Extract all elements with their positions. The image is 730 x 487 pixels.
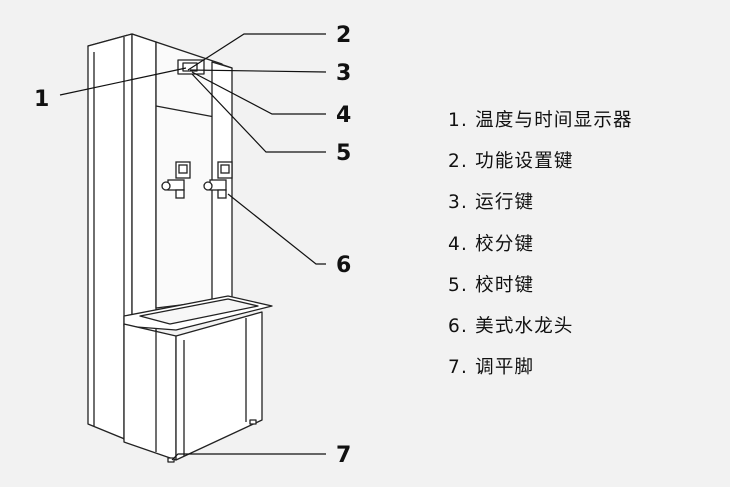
leader-line-1 [59,67,187,96]
callout-5: 5 [336,141,351,166]
leader-line-5 [191,73,326,153]
leader-line-7 [171,453,326,461]
callout-1: 1 [34,87,49,112]
leader-line-3 [189,69,327,73]
faucet-right [203,161,233,199]
legend-item-run-key: 3. 运行键 [448,192,535,214]
legend-item-minute-key: 4. 校分键 [448,233,535,255]
callout-7: 7 [336,443,351,468]
legend-item-faucet: 6. 美式水龙头 [448,315,574,337]
callout-4: 4 [336,103,351,128]
legend-item-hour-key: 5. 校时键 [448,274,535,296]
faucet-left [161,161,191,199]
legend-item-leveling-foot: 7. 调平脚 [448,357,535,379]
leader-line-6 [227,193,326,265]
leader-lines [59,33,327,461]
legend-item-display: 1. 温度与时间显示器 [448,110,633,131]
callout-6: 6 [336,253,351,278]
callout-3: 3 [336,61,351,86]
legend-item-function-key: 2. 功能设置键 [448,151,574,173]
water-dispenser-drawing [87,33,273,463]
leader-line-4 [191,71,326,115]
leader-line-2 [187,33,326,71]
legend-list: 1. 温度与时间显示器 2. 功能设置键 3. 运行键 4. 校分键 5. 校时… [448,100,633,388]
callout-2: 2 [336,23,351,48]
